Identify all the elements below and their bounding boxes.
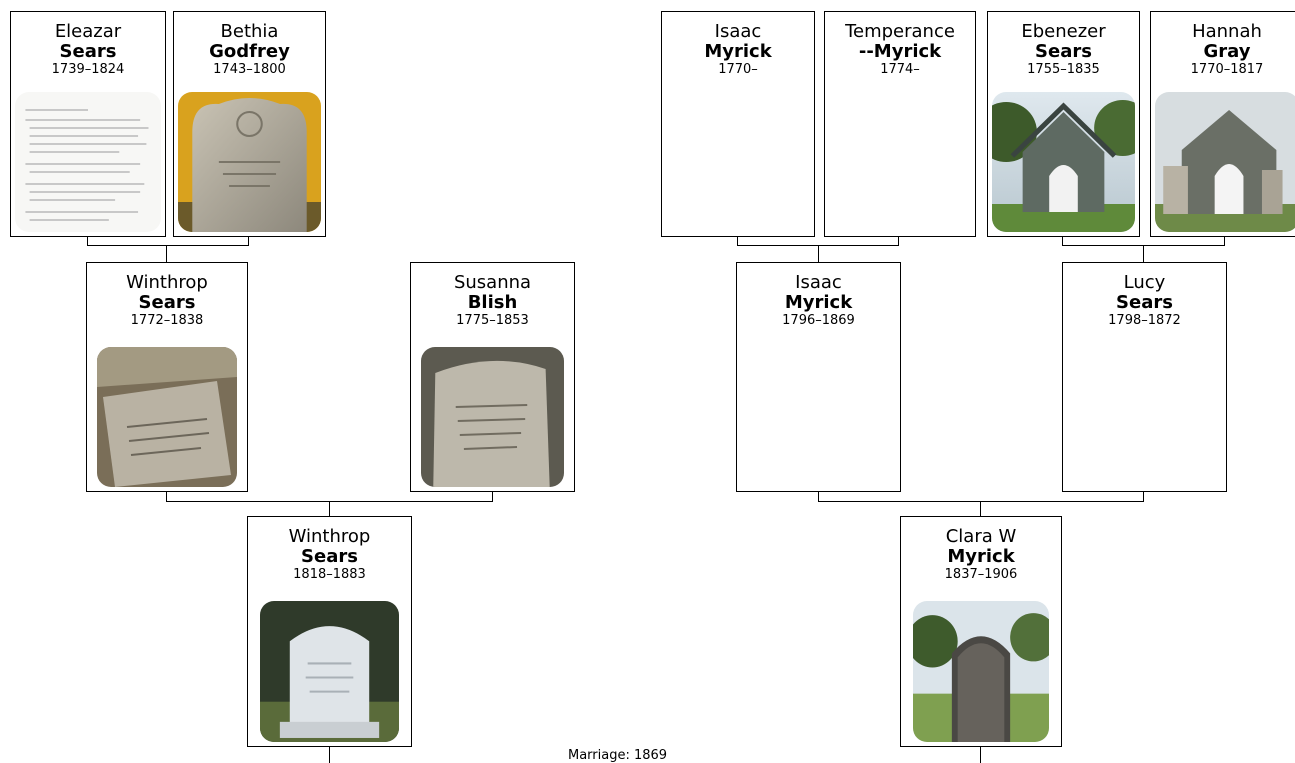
person-card-temperance-myrick[interactable]: Temperance --Myrick 1774–: [824, 11, 976, 237]
last-name: Blish: [467, 292, 518, 313]
connector-line: [1143, 491, 1144, 502]
connector-line: [898, 236, 899, 246]
life-dates: 1770–: [718, 62, 758, 77]
first-name: Susanna: [453, 272, 532, 293]
life-dates: 1818–1883: [293, 567, 366, 582]
last-name: --Myrick: [858, 41, 942, 62]
person-card-lucy-sears[interactable]: Lucy Sears 1798–1872: [1062, 262, 1227, 492]
last-name: Sears: [1116, 292, 1173, 313]
connector-line: [166, 491, 167, 502]
first-name: Isaac: [795, 272, 842, 293]
chapel-photo: [992, 92, 1135, 232]
gravestone-photo: [421, 347, 564, 487]
connector-line: [818, 245, 819, 262]
connector-line: [1143, 245, 1144, 262]
connector-line: [818, 501, 1144, 502]
connector-line: [87, 236, 88, 246]
connector-line: [980, 501, 981, 516]
life-dates: 1739–1824: [51, 62, 125, 77]
life-dates: 1772–1838: [130, 313, 204, 328]
person-card-eleazar-sears[interactable]: Eleazar Sears 1739–1824: [10, 11, 166, 237]
connector-line: [737, 236, 738, 246]
life-dates: 1774–: [880, 62, 920, 77]
connector-line: [329, 501, 330, 516]
life-dates: 1743–1800: [213, 62, 286, 77]
first-name: Ebenezer: [1021, 21, 1106, 42]
chapel-photo: [1155, 92, 1295, 232]
connector-line: [87, 245, 249, 246]
life-dates: 1775–1853: [456, 313, 529, 328]
gravestone-photo: [178, 92, 321, 232]
person-card-isaac-myrick-jr[interactable]: Isaac Myrick 1796–1869: [736, 262, 901, 492]
connector-line: [818, 491, 819, 502]
gravestone-photo: [260, 601, 399, 742]
person-card-ebenezer-sears[interactable]: Ebenezer Sears 1755–1835: [987, 11, 1140, 237]
life-dates: 1798–1872: [1108, 313, 1181, 328]
person-card-susanna-blish[interactable]: Susanna Blish 1775–1853: [410, 262, 575, 492]
first-name: Bethia: [220, 21, 279, 42]
life-dates: 1770–1817: [1190, 62, 1264, 77]
life-dates: 1796–1869: [782, 313, 855, 328]
first-name: Clara W: [945, 526, 1017, 547]
last-name: Sears: [1035, 41, 1092, 62]
person-card-winthrop-sears-jr[interactable]: Winthrop Sears 1818–1883: [247, 516, 412, 747]
first-name: Temperance: [845, 21, 955, 42]
last-name: Sears: [59, 41, 117, 62]
first-name: Isaac: [714, 21, 762, 42]
first-name: Hannah: [1192, 21, 1262, 42]
first-name: Lucy: [1123, 272, 1166, 293]
last-name: Myrick: [947, 546, 1015, 567]
last-name: Sears: [301, 546, 358, 567]
person-card-isaac-myrick-sr[interactable]: Isaac Myrick 1770–: [661, 11, 815, 237]
marriage-label: Marriage: 1869: [568, 748, 668, 763]
life-dates: 1755–1835: [1027, 62, 1100, 77]
person-card-clara-myrick[interactable]: Clara W Myrick 1837–1906: [900, 516, 1062, 747]
first-name: Eleazar: [54, 21, 122, 42]
gravestone-photo: [97, 347, 237, 487]
gravestone-photo: [913, 601, 1049, 742]
connector-line: [1062, 236, 1063, 246]
life-dates: 1837–1906: [944, 567, 1018, 582]
first-name: Winthrop: [288, 526, 371, 547]
last-name: Sears: [138, 292, 196, 313]
first-name: Winthrop: [126, 272, 208, 293]
last-name: Godfrey: [209, 41, 290, 62]
last-name: Myrick: [704, 41, 772, 62]
connector-line: [166, 245, 167, 262]
connector-line: [492, 491, 493, 502]
last-name: Myrick: [784, 292, 853, 313]
person-card-bethia-godfrey[interactable]: Bethia Godfrey 1743–1800: [173, 11, 326, 237]
person-card-hannah-gray[interactable]: Hannah Gray 1770–1817: [1150, 11, 1295, 237]
connector-line: [329, 746, 330, 763]
document-photo: [15, 92, 161, 232]
last-name: Gray: [1203, 41, 1251, 62]
connector-line: [980, 746, 981, 763]
connector-line: [248, 236, 249, 246]
person-card-winthrop-sears-sr[interactable]: Winthrop Sears 1772–1838: [86, 262, 248, 492]
connector-line: [1224, 236, 1225, 246]
